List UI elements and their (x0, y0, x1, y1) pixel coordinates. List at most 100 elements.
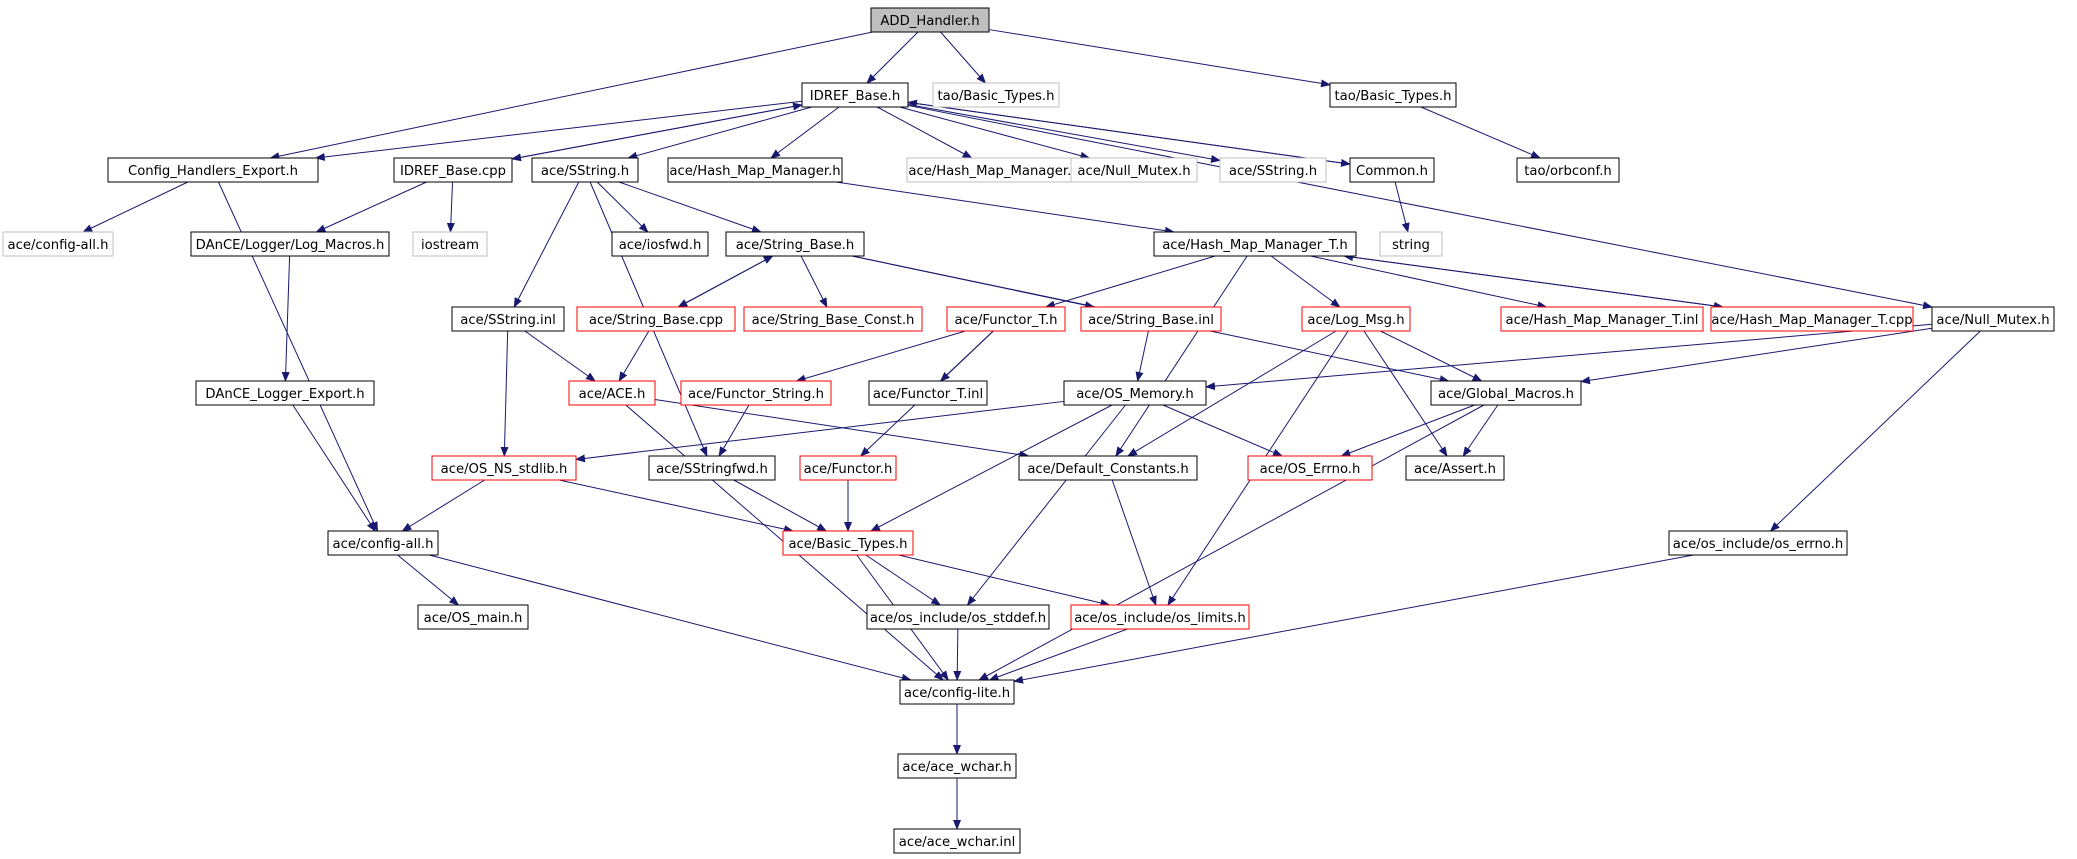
node-ace-string-base-inl[interactable]: ace/String_Base.inl (1080, 306, 1222, 332)
edge-add_handler-to-tao_basic_types (988, 29, 1331, 88)
node-box (946, 306, 1066, 332)
node-ace-default-constants[interactable]: ace/Default_Constants.h (1018, 455, 1198, 481)
node-ace-os-main[interactable]: ace/OS_main.h (417, 604, 529, 630)
node-ace-ace-wchar-inl[interactable]: ace/ace_wchar.inl (893, 828, 1021, 854)
node-label: ace/Global_Macros.h (1438, 387, 1574, 402)
node-box (1329, 82, 1457, 108)
edge-ace_os_include_os_limits-to-ace_config_lite (988, 628, 1128, 681)
edge-ace_sstring_inl-to-ace_ace_h (524, 330, 596, 382)
node-box (870, 7, 990, 33)
node-ace-global-macros[interactable]: ace/Global_Macros.h (1430, 380, 1582, 406)
edge-ace_hash_map_manager_t_cpp-to-ace_hash_map_manager_t_h (1343, 253, 1723, 308)
node-box (1430, 380, 1582, 406)
node-ace-functor-string[interactable]: ace/Functor_String.h (680, 380, 832, 406)
node-dance-logger-export[interactable]: DAnCE_Logger_Export.h (195, 380, 375, 406)
node-string-ext[interactable]: string (1379, 231, 1443, 257)
node-dance-log-macros[interactable]: DAnCE/Logger/Log_Macros.h (190, 231, 390, 257)
node-ace-hash-map-manager-t-cpp[interactable]: ace/Hash_Map_Manager_T.cpp (1710, 306, 1914, 332)
node-ace-null-mutex-ext[interactable]: ace/Null_Mutex.h (1070, 157, 1198, 183)
node-label: ace/Null_Mutex.h (1077, 164, 1190, 179)
node-box (1931, 306, 2055, 332)
node-ace-sstringfwd[interactable]: ace/SStringfwd.h (648, 455, 776, 481)
edge-dance_log_macros-to-dance_logger_export (281, 255, 291, 382)
node-ace-functor-t-inl[interactable]: ace/Functor_T.inl (868, 380, 988, 406)
node-ace-sstring-inl[interactable]: ace/SString.inl (451, 306, 565, 332)
node-config-handlers-export[interactable]: Config_Handlers_Export.h (107, 157, 319, 183)
edge-ace_functor_string-to-ace_sstringfwd (718, 404, 750, 457)
node-ace-ace-wchar-h[interactable]: ace/ace_wchar.h (897, 753, 1017, 779)
edge-ace_os_memory-to-ace_os_include_os_stddef (966, 404, 1126, 606)
node-label: ace/Functor_T.inl (873, 387, 983, 402)
node-ace-functor-h[interactable]: ace/Functor.h (799, 455, 897, 481)
node-label: ADD_Handler.h (880, 14, 979, 29)
node-ace-sstring-ext[interactable]: ace/SString.h (1219, 157, 1327, 183)
node-ace-string-base-const[interactable]: ace/String_Base_Const.h (743, 306, 923, 332)
edge-ace_os_memory-to-ace_os_ns_stdlib (575, 400, 1065, 463)
node-label: ace/Log_Msg.h (1307, 313, 1404, 328)
node-label: ace/Hash_Map_Manager.h (908, 164, 1079, 179)
edge-common_h-to-string_ext (1394, 181, 1410, 233)
edge-common_h-to-idref_base_h (907, 99, 1351, 165)
node-ace-os-errno[interactable]: ace/OS_Errno.h (1247, 455, 1373, 481)
node-box (799, 455, 897, 481)
node-ace-string-base-cpp[interactable]: ace/String_Base.cpp (576, 306, 736, 332)
node-idref-base-cpp[interactable]: IDREF_Base.cpp (393, 157, 513, 183)
node-ace-hash-map-manager-t-inl[interactable]: ace/Hash_Map_Manager_T.inl (1500, 306, 1704, 332)
node-iostream[interactable]: iostream (412, 231, 488, 257)
node-box (107, 157, 319, 183)
node-ace-string-base-h[interactable]: ace/String_Base.h (725, 231, 865, 257)
edge-ace_config_all-to-ace_config_lite (429, 554, 912, 682)
edge-ace_sstring_inl-to-ace_os_ns_stdlib (500, 330, 509, 457)
node-label: ace/String_Base.cpp (589, 313, 723, 328)
edge-config_handlers_export-to-ace_config_all_ext (82, 181, 189, 233)
node-ace-log-msg[interactable]: ace/Log_Msg.h (1301, 306, 1411, 332)
node-ace-hash-map-manager-h[interactable]: ace/Hash_Map_Manager.h (667, 157, 843, 183)
node-ace-hash-map-manager-h-ext[interactable]: ace/Hash_Map_Manager.h (906, 157, 1082, 183)
node-ace-os-memory[interactable]: ace/OS_Memory.h (1063, 380, 1207, 406)
node-tao-basic-types-ext[interactable]: tao/Basic_Types.h (932, 82, 1060, 108)
node-idref-base-h[interactable]: IDREF_Base.h (801, 82, 909, 108)
node-ace-hash-map-manager-t-h[interactable]: ace/Hash_Map_Manager_T.h (1153, 231, 1357, 257)
node-ace-os-include-os-limits[interactable]: ace/os_include/os_limits.h (1070, 604, 1250, 630)
node-tao-basic-types[interactable]: tao/Basic_Types.h (1329, 82, 1457, 108)
node-box (680, 380, 832, 406)
node-ace-os-include-os-errno[interactable]: ace/os_include/os_errno.h (1668, 530, 1848, 556)
node-ace-os-ns-stdlib[interactable]: ace/OS_NS_stdlib.h (431, 455, 577, 481)
node-ace-ace-h[interactable]: ace/ACE.h (568, 380, 656, 406)
node-label: IDREF_Base.cpp (400, 164, 506, 179)
node-box (868, 380, 988, 406)
edge-ace_sstringfwd-to-ace_basic_types (733, 479, 828, 532)
node-box (1153, 231, 1357, 257)
node-ace-config-all[interactable]: ace/config-all.h (327, 530, 439, 556)
edge-ace_functor_t_h-to-ace_functor_string (795, 330, 966, 383)
node-label: ace/SString.h (1229, 164, 1317, 179)
node-ace-config-lite[interactable]: ace/config-lite.h (899, 679, 1015, 705)
node-tao-orbconf[interactable]: tao/orbconf.h (1516, 157, 1620, 183)
edge-ace_log_msg-to-ace_default_constants (1127, 330, 1337, 457)
node-ace-assert[interactable]: ace/Assert.h (1405, 455, 1505, 481)
node-ace-os-include-os-stddef[interactable]: ace/os_include/os_stddef.h (866, 604, 1050, 630)
edge-idref_base_cpp-to-idref_base_h (511, 102, 803, 160)
edge-add_handler-to-idref_base_h (866, 31, 919, 84)
node-ace-iosfwd[interactable]: ace/iosfwd.h (611, 231, 709, 257)
node-label: ace/Functor.h (804, 462, 893, 477)
node-add-handler[interactable]: ADD_Handler.h (870, 7, 990, 33)
edge-ace_log_msg-to-ace_assert (1363, 330, 1448, 457)
node-ace-config-all-ext[interactable]: ace/config-all.h (2, 231, 114, 257)
node-ace-sstring-h[interactable]: ace/SString.h (531, 157, 639, 183)
node-ace-functor-t-h[interactable]: ace/Functor_T.h (946, 306, 1066, 332)
node-label: ace/Functor_T.h (954, 313, 1057, 328)
node-box (195, 380, 375, 406)
node-common-h[interactable]: Common.h (1349, 157, 1435, 183)
node-label: ace/Basic_Types.h (788, 537, 907, 552)
node-box (743, 306, 923, 332)
edge-ace_null_mutex_h-to-ace_global_macros (1580, 327, 1933, 385)
node-label: ace/String_Base.inl (1088, 313, 1214, 328)
node-ace-basic-types[interactable]: ace/Basic_Types.h (782, 530, 914, 556)
edge-ace_default_constants-to-ace_os_include_os_limits (1111, 479, 1157, 606)
node-ace-null-mutex-h[interactable]: ace/Null_Mutex.h (1931, 306, 2055, 332)
edge-ace_null_mutex_h-to-ace_os_memory (1205, 323, 1933, 391)
node-box (1080, 306, 1222, 332)
